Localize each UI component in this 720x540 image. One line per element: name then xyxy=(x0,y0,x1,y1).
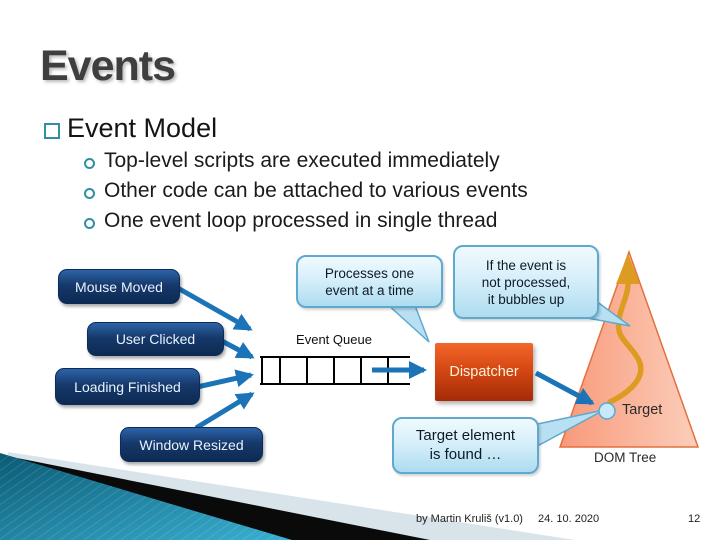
callout-line: not processed, xyxy=(481,274,571,290)
page-title: Events xyxy=(40,42,176,90)
dispatcher-box: Dispatcher xyxy=(435,343,533,401)
bullet-list: Top-level scripts are executed immediate… xyxy=(84,149,528,239)
event-source-window-resized: Window Resized xyxy=(120,427,263,462)
list-item: One event loop processed in single threa… xyxy=(84,209,528,239)
callout-tail-processes xyxy=(384,302,430,343)
bubble-up-squiggle-arrow xyxy=(607,275,644,405)
square-bullet-icon xyxy=(44,122,60,139)
heading-text: Event Model xyxy=(67,113,218,143)
footer-author: by Martin Kruliš (v1.0) xyxy=(416,513,523,525)
target-label: Target xyxy=(622,402,663,418)
callout-line: Processes one xyxy=(324,265,415,281)
callout-line: Target element xyxy=(415,426,516,444)
arrow-mouse-moved xyxy=(174,284,253,332)
corner-wedge-teal-hatch xyxy=(0,453,292,540)
bullet-text: One event loop processed in single threa… xyxy=(104,209,498,232)
bubble-up-arrowhead xyxy=(616,254,640,284)
event-source-user-clicked: User Clicked xyxy=(87,322,224,356)
circle-bullet-icon xyxy=(84,188,95,199)
arrow-loading-finished xyxy=(196,369,254,390)
circle-bullet-icon xyxy=(84,218,95,229)
target-node-dot xyxy=(598,402,616,420)
callout-target-found: Target element is found … xyxy=(392,417,539,474)
footer-date: 24. 10. 2020 xyxy=(538,513,600,525)
event-queue-label: Event Queue xyxy=(296,332,372,347)
dom-tree-label: DOM Tree xyxy=(594,450,657,465)
arrow-dispatcher-to-target xyxy=(534,370,595,406)
callout-line: event at a time xyxy=(325,282,414,298)
arrow-user-clicked xyxy=(218,337,255,360)
list-item: Other code can be attached to various ev… xyxy=(84,179,528,209)
callout-line: it bubbles up xyxy=(487,291,565,307)
arrow-window-resized xyxy=(194,391,255,431)
flow-arrows xyxy=(174,284,595,431)
event-queue-cells xyxy=(260,356,410,385)
bullet-text: Other code can be attached to various ev… xyxy=(104,179,528,202)
event-source-loading-finished: Loading Finished xyxy=(55,368,200,405)
callout-line: If the event is xyxy=(485,257,567,273)
bullet-heading: Event Model xyxy=(44,113,217,144)
callout-bubbles-up: If the event is not processed, it bubble… xyxy=(453,245,599,319)
bullet-text: Top-level scripts are executed immediate… xyxy=(104,149,500,172)
footer-page-number: 12 xyxy=(688,513,701,525)
list-item: Top-level scripts are executed immediate… xyxy=(84,149,528,179)
event-source-mouse-moved: Mouse Moved xyxy=(58,269,180,304)
callout-processes-one-event: Processes one event at a time xyxy=(296,255,443,308)
callout-line: is found … xyxy=(429,445,502,463)
circle-bullet-icon xyxy=(84,158,95,169)
